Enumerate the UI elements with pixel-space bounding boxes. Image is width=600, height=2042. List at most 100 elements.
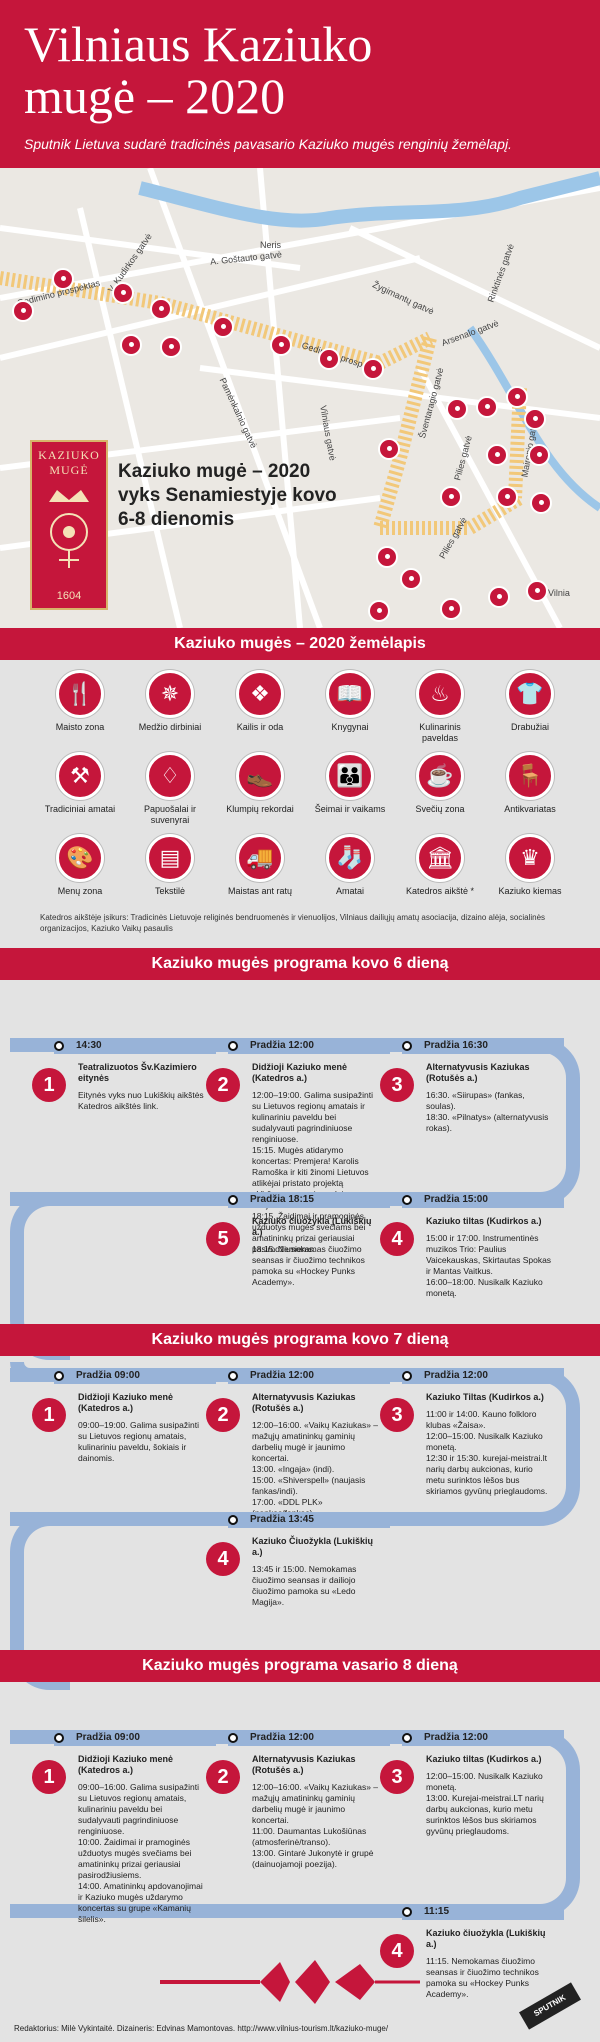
event-number: 4 (206, 1542, 240, 1576)
event-number: 2 (206, 1068, 240, 1102)
event-title: Kaziuko Čiuožykla (Lukiškių a.) (252, 1536, 374, 1557)
map-pin[interactable] (486, 444, 508, 466)
event-time: Pradžia 12:00 (228, 1730, 390, 1746)
event-title: Kaziuko čiuožykla (Lukiškių a.) (426, 1928, 546, 1949)
map-pin[interactable] (12, 300, 34, 322)
map-pin[interactable] (376, 546, 398, 568)
legend-item: ☕Svečių zona (400, 752, 480, 815)
event-title: Alternatyvusis Kaziukas (Rotušės a.) (252, 1754, 356, 1775)
legend-label: Amatai (335, 886, 364, 896)
map-pin[interactable] (270, 334, 292, 356)
event-time: Pradžia 18:15 (228, 1192, 390, 1208)
legend-label: Maisto zona (55, 722, 105, 732)
crown-emblem-icon (49, 490, 89, 568)
neris-river (138, 171, 600, 228)
legend-label: Drabužiai (510, 722, 550, 732)
map-pin[interactable] (362, 358, 384, 380)
street-label: Vilnia (548, 588, 570, 598)
event-number: 2 (206, 1398, 240, 1432)
route-gedimino (0, 271, 434, 371)
legend-label: Kailis ir oda (236, 722, 284, 732)
timeline-dot (228, 1195, 238, 1205)
event-title: Teatralizuotos Šv.Kazimiero eitynės (78, 1062, 197, 1083)
legend-item: 👕Drabužiai (490, 670, 570, 733)
event-time: Pradžia 12:00 (228, 1038, 390, 1054)
timeline-dot (228, 1515, 238, 1525)
timeline-dot (54, 1733, 64, 1743)
event-title: Kaziuko čiuožykla (Lukiškių a.) (252, 1216, 372, 1237)
star-icon: ✵ (146, 670, 194, 718)
legend-item: 👞Klumpių rekordai (220, 752, 300, 815)
legend-item: 🚚Maistas ant ratų (220, 834, 300, 897)
event-description: Eitynės vyks nuo Lukiškių aikštės Katedr… (78, 1090, 204, 1111)
event-number: 4 (380, 1934, 414, 1968)
legend-item: 🍴Maisto zona (40, 670, 120, 733)
event-title: Alternatyvusis Kaziukas (Rotušės a.) (426, 1062, 530, 1083)
map-pin[interactable] (496, 486, 518, 508)
event-description: 12:00–15:00. Nusikalk Kaziuko monetą. 13… (426, 1771, 544, 1836)
legend-label: Klumpių rekordai (226, 804, 294, 814)
map-pin[interactable] (160, 336, 182, 358)
event-description: 15:00 ir 17:00. Instrumentinės muzikos T… (426, 1233, 552, 1298)
map-pin[interactable] (378, 438, 400, 460)
event-description: 09:00–19:00. Galima susipažinti su Lietu… (78, 1420, 199, 1463)
event-card: Kaziuko Tiltas (Kudirkos a.)11:00 ir 14:… (426, 1392, 554, 1497)
legend-label: Kaziuko kiemas (498, 886, 562, 896)
event-time: Pradžia 15:00 (402, 1192, 564, 1208)
event-time: Pradžia 09:00 (54, 1368, 216, 1384)
legend-item: ♢Papuošalai ir suvenyrai (130, 752, 210, 826)
event-card: Kaziuko čiuožykla (Lukiškių a.)11:15. Ne… (426, 1928, 554, 2000)
legend-label: Kulinarinis paveldas (419, 722, 461, 743)
map-pin[interactable] (120, 334, 142, 356)
map-pin[interactable] (368, 600, 390, 622)
map-pin[interactable] (52, 268, 74, 290)
map-pin[interactable] (112, 282, 134, 304)
map-pin[interactable] (530, 492, 552, 514)
legend-label: Katedros aikštė * (405, 886, 475, 896)
event-title: Didžioji Kaziuko menė (Katedros a.) (78, 1754, 174, 1775)
cathedral-icon: 🏛 (416, 834, 464, 882)
map-pin[interactable] (526, 580, 548, 602)
timeline-dot (402, 1733, 412, 1743)
legend-footnote: Katedros aikštėje įsikurs: Tradicinės Li… (40, 913, 546, 933)
map-pin[interactable] (476, 396, 498, 418)
event-time: Pradžia 16:30 (402, 1038, 564, 1054)
decorative-ornament-icon (160, 1960, 420, 2004)
event-time: Pradžia 12:00 (228, 1368, 390, 1384)
event-card: Alternatyvusis Kaziukas (Rotušės a.)16:3… (426, 1062, 554, 1134)
map-pin[interactable] (212, 316, 234, 338)
event-card: Kaziuko tiltas (Kudirkos a.)15:00 ir 17:… (426, 1216, 554, 1299)
legend-label: Menų zona (57, 886, 103, 896)
textile-icon: ▤ (146, 834, 194, 882)
title-line-1: Vilniaus Kaziuko (24, 16, 373, 72)
event-description: 11:00 ir 14:00. Kauno folkloro klubas «Ž… (426, 1409, 548, 1496)
kaziuko-muge-logo: KAZIUKO MUGĖ 1604 (30, 440, 108, 610)
event-number: 1 (32, 1760, 66, 1794)
day3-heading: Kaziuko mugės programa vasario 8 dieną (0, 1650, 600, 1682)
legend-item: ▤Tekstilė (130, 834, 210, 897)
book-icon: 📖 (326, 670, 374, 718)
map-pin[interactable] (488, 586, 510, 608)
route-pilies (380, 491, 524, 535)
legend-item: 👪Šeimai ir vaikams (310, 752, 390, 815)
day1-heading: Kaziuko mugės programa kovo 6 dieną (0, 948, 600, 980)
map-pin[interactable] (506, 386, 528, 408)
event-card: Didžioji Kaziuko menė (Katedros a.)09:00… (78, 1392, 206, 1464)
palette-icon: 🎨 (56, 834, 104, 882)
event-time: Pradžia 12:00 (402, 1730, 564, 1746)
family-icon: 👪 (326, 752, 374, 800)
event-description: 12:00–16:00. «Vaikų Kaziukas» – mažųjų a… (252, 1420, 379, 1518)
map-pin[interactable] (318, 348, 340, 370)
map-pin[interactable] (528, 444, 550, 466)
map-pin[interactable] (400, 568, 422, 590)
event-card: Kaziuko tiltas (Kudirkos a.)12:00–15:00.… (426, 1754, 554, 1837)
map-pin[interactable] (524, 408, 546, 430)
map-pin[interactable] (440, 598, 462, 620)
day2-heading: Kaziuko mugės programa kovo 7 dieną (0, 1324, 600, 1356)
map-pin[interactable] (440, 486, 462, 508)
map-pin[interactable] (446, 398, 468, 420)
map-pin[interactable] (150, 298, 172, 320)
event-card: Kaziuko čiuožykla (Lukiškių a.)18:15. Ne… (252, 1216, 380, 1288)
event-number: 1 (32, 1398, 66, 1432)
